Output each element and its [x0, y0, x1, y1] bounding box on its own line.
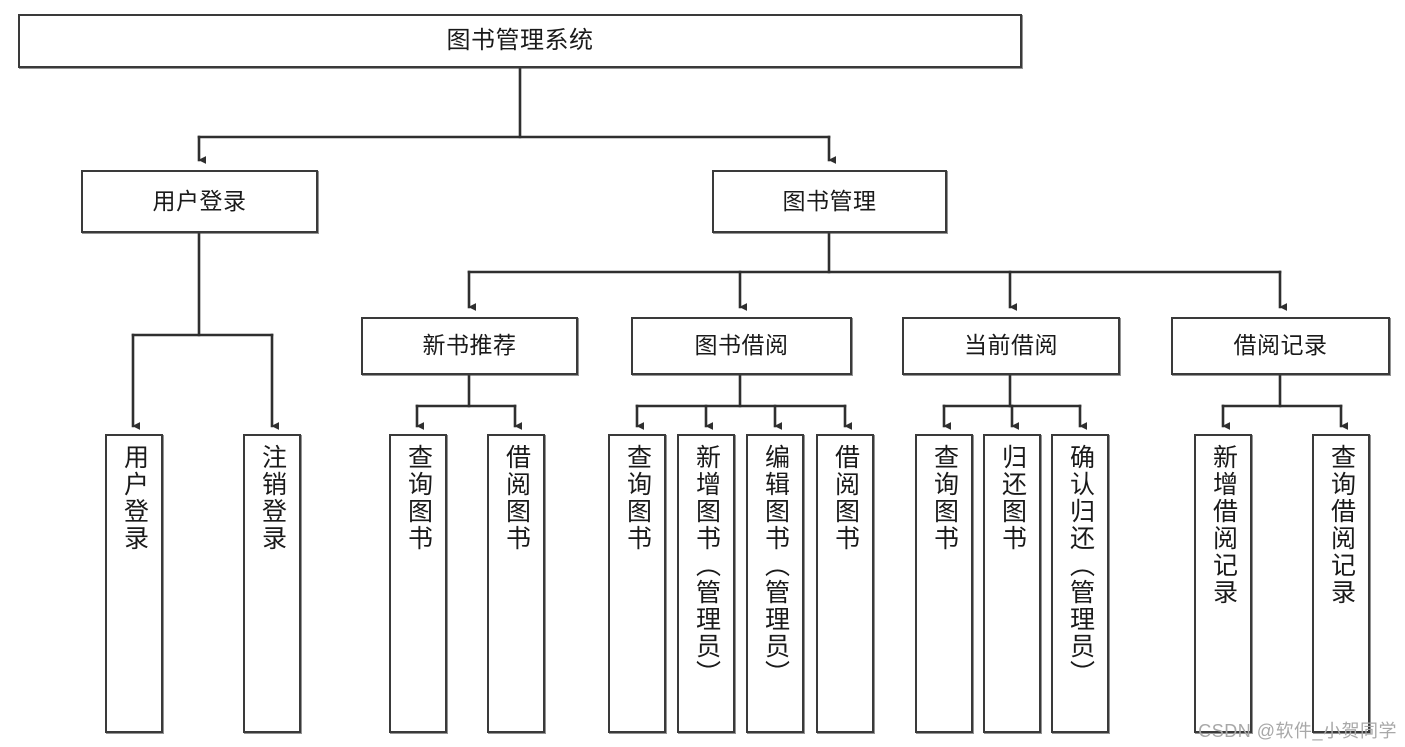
node-label: 借阅记录 [1233, 332, 1328, 359]
node-label: 图书管理 [782, 187, 877, 214]
node-label: 借阅图书 [502, 444, 531, 552]
node-leaf-edit-book[interactable]: 编辑图书（管理员） [746, 434, 804, 733]
node-new-book-recommend[interactable]: 新书推荐 [361, 317, 578, 375]
node-leaf-return-book[interactable]: 归还图书 [983, 434, 1041, 733]
node-label: 当前借阅 [964, 332, 1058, 359]
node-leaf-borrow-book-2[interactable]: 借阅图书 [816, 434, 874, 733]
node-leaf-query-book-3[interactable]: 查询图书 [915, 434, 973, 733]
node-label: 注销登录 [258, 444, 287, 552]
node-label: 新书推荐 [422, 332, 517, 359]
node-borrow-record[interactable]: 借阅记录 [1171, 317, 1390, 375]
node-leaf-query-book-1[interactable]: 查询图书 [389, 434, 447, 733]
node-current-borrow[interactable]: 当前借阅 [902, 317, 1120, 375]
node-label: 新增借阅记录 [1209, 444, 1238, 606]
node-label: 编辑图书（管理员） [761, 444, 790, 687]
node-label: 图书管理系统 [446, 26, 594, 54]
node-label: 查询图书 [623, 444, 652, 552]
node-label: 图书借阅 [694, 332, 789, 359]
node-root-system[interactable]: 图书管理系统 [18, 14, 1022, 68]
node-label: 借阅图书 [831, 444, 860, 552]
node-label: 确认归还（管理员） [1066, 444, 1095, 687]
node-book-borrow[interactable]: 图书借阅 [631, 317, 852, 375]
node-leaf-logout-login[interactable]: 注销登录 [243, 434, 301, 733]
node-label: 用户登录 [152, 187, 247, 214]
node-label: 新增图书（管理员） [692, 444, 721, 687]
node-user-login[interactable]: 用户登录 [81, 170, 318, 233]
node-leaf-user-login[interactable]: 用户登录 [105, 434, 163, 733]
node-leaf-query-record[interactable]: 查询借阅记录 [1312, 434, 1370, 733]
node-label: 用户登录 [120, 444, 149, 552]
watermark-text: CSDN @软件_小贺同学 [1198, 721, 1397, 741]
node-leaf-add-record[interactable]: 新增借阅记录 [1194, 434, 1252, 733]
node-leaf-query-book-2[interactable]: 查询图书 [608, 434, 666, 733]
node-leaf-add-book[interactable]: 新增图书（管理员） [677, 434, 735, 733]
node-label: 查询图书 [404, 444, 433, 552]
node-book-manage[interactable]: 图书管理 [712, 170, 947, 233]
node-leaf-borrow-book-1[interactable]: 借阅图书 [487, 434, 545, 733]
node-label: 归还图书 [998, 444, 1027, 552]
node-label: 查询借阅记录 [1327, 444, 1356, 606]
node-label: 查询图书 [930, 444, 959, 552]
node-leaf-confirm-return[interactable]: 确认归还（管理员） [1051, 434, 1109, 733]
